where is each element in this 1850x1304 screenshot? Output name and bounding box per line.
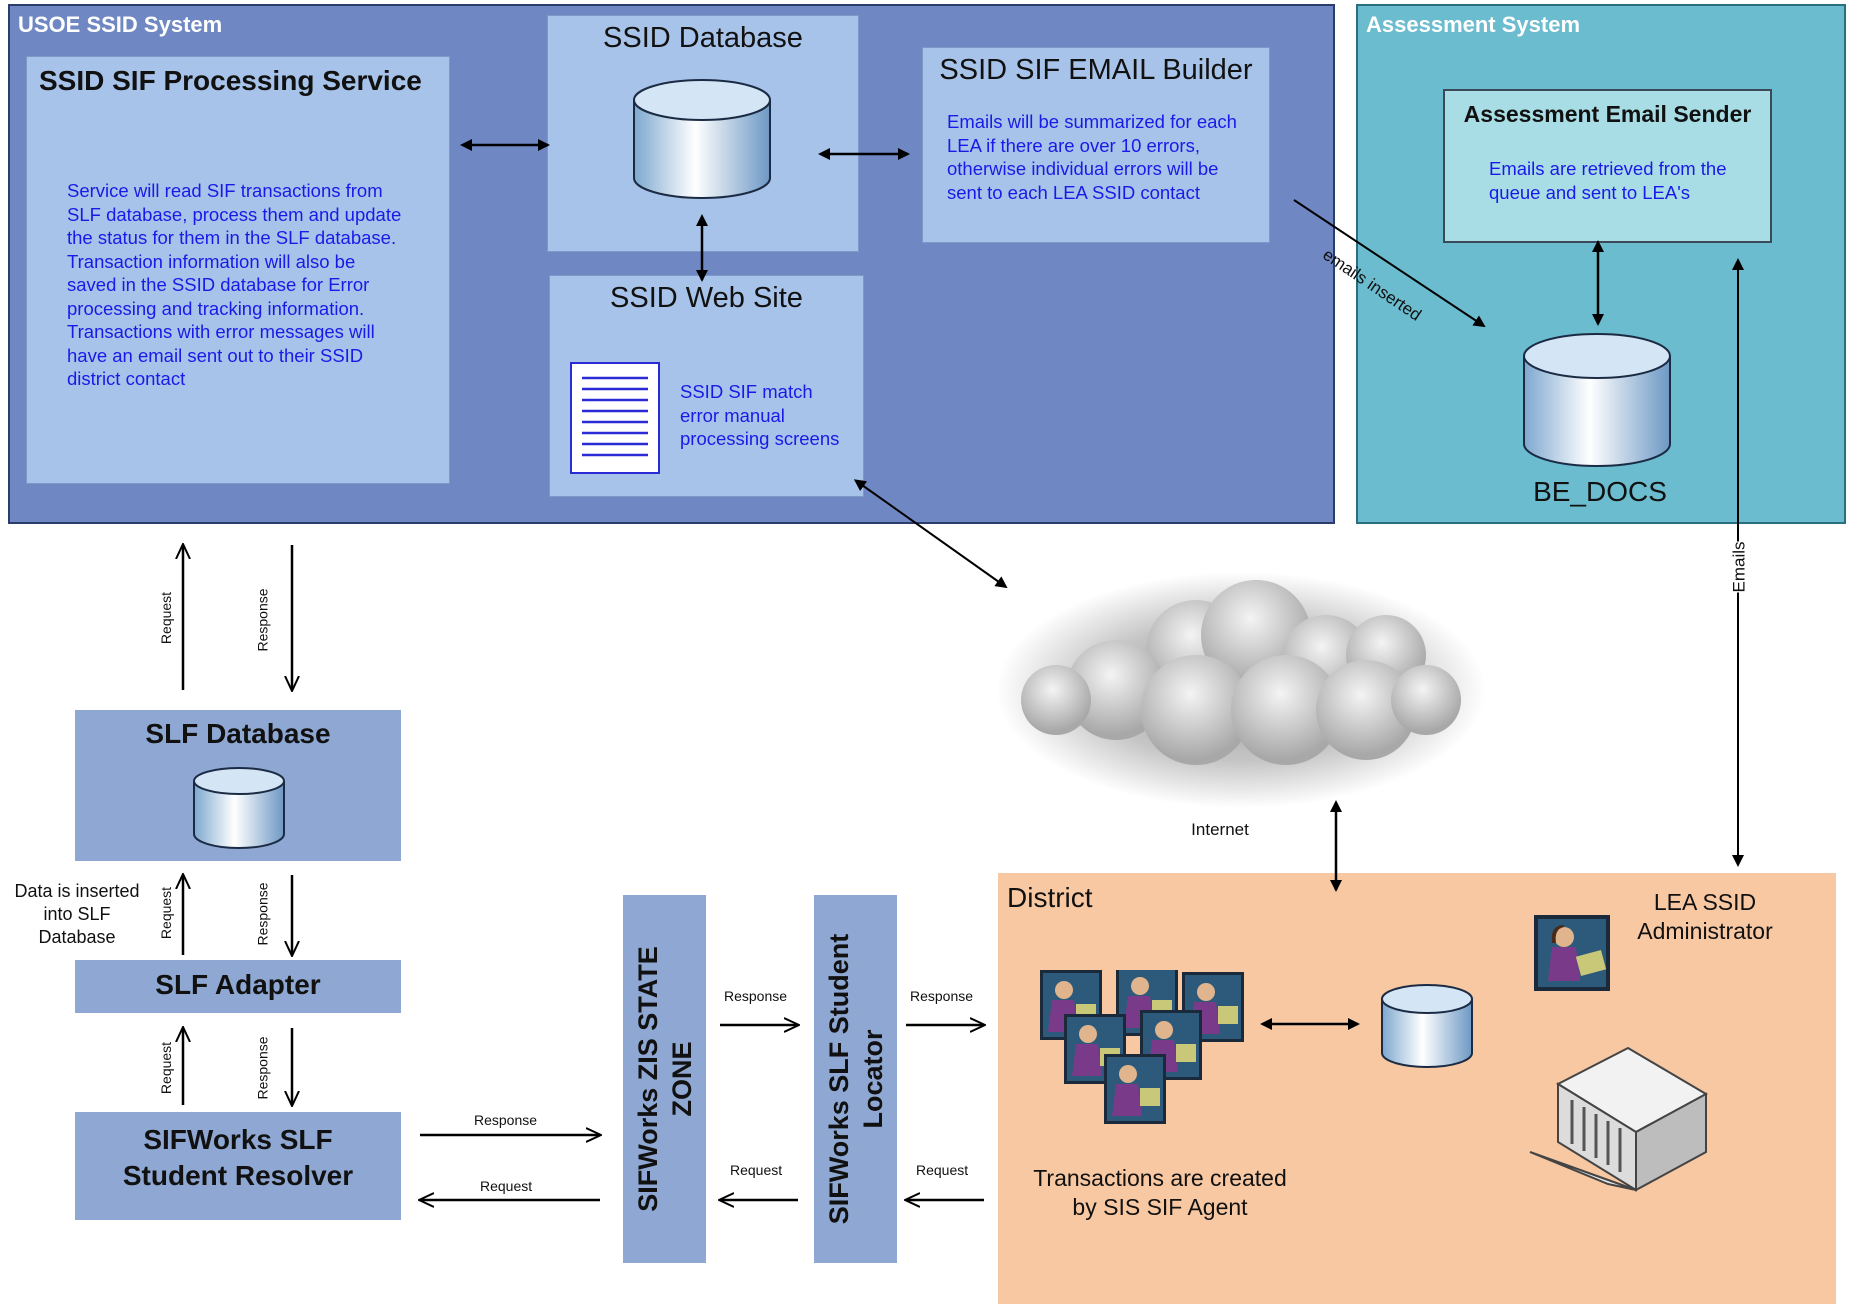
zis-request-label: Request [480, 1178, 533, 1194]
email-builder-description: Emails will be summarized for each LEA i… [947, 111, 1237, 203]
district-request-label: Request [916, 1162, 969, 1178]
lea-admin-label: LEA SSID Administrator [1637, 889, 1773, 944]
internet-label: Internet [1191, 820, 1249, 839]
be-docs-label: BE_DOCS [1533, 476, 1667, 507]
locator-response-label: Response [724, 988, 788, 1004]
district-response-label: Response [910, 988, 974, 1004]
web-site-title: SSID Web Site [610, 282, 803, 314]
slf-database-cylinder-icon [192, 766, 286, 850]
document-page-icon [570, 362, 660, 479]
student-locator-box: SIFWorks SLF Student Locator [814, 895, 897, 1263]
usoe-region-title: USOE SSID System [18, 12, 223, 37]
locator-request-label: Request [730, 1162, 783, 1178]
assessment-email-sender-description: Emails are retrieved from the queue and … [1489, 158, 1727, 203]
district-database-cylinder-icon [1380, 983, 1474, 1069]
web-site-box: SSID Web Site SSID SIF match error manua… [549, 275, 864, 497]
slf-database-title: SLF Database [145, 718, 331, 749]
zis-state-zone-box: SIFWorks ZIS STATE ZONE [623, 895, 706, 1263]
web-site-description: SSID SIF match error manual processing s… [680, 381, 840, 449]
assessment-region-title: Assessment System [1366, 12, 1581, 37]
ssid-database-box: SSID Database [547, 15, 859, 252]
emails-label: Emails [1729, 541, 1750, 593]
zis-response-label: Response [474, 1112, 538, 1128]
server-building-icon [1528, 1044, 1709, 1199]
adapter-response-label: Response [254, 882, 271, 946]
assessment-email-sender-box: Assessment Email Sender Emails are retri… [1443, 89, 1772, 243]
usoe-request-label: Request [158, 591, 175, 645]
assessment-email-sender-title: Assessment Email Sender [1463, 101, 1752, 127]
slf-adapter-box: SLF Adapter [75, 960, 401, 1013]
ssid-database-title: SSID Database [603, 22, 803, 54]
slf-student-resolver-title: SIFWorks SLF Student Resolver [122, 1124, 354, 1191]
slf-student-resolver-box: SIFWorks SLF Student Resolver [75, 1112, 401, 1220]
processing-service-description: Service will read SIF transactions from … [67, 180, 402, 389]
adapter-request-label: Request [158, 886, 175, 940]
email-builder-title: SSID SIF EMAIL Builder [939, 54, 1253, 86]
transactions-note: Transactions are created by SIS SIF Agen… [1033, 1165, 1287, 1220]
email-builder-box: SSID SIF EMAIL Builder Emails will be su… [922, 47, 1270, 243]
slf-adapter-title: SLF Adapter [155, 969, 321, 1000]
usoe-response-label: Response [254, 588, 271, 652]
processing-service-box: SSID SIF Processing Service Service will… [26, 56, 450, 484]
ssid-database-cylinder-icon [632, 78, 772, 202]
be-docs-cylinder-icon [1522, 332, 1672, 468]
processing-service-title: SSID SIF Processing Service [39, 65, 422, 96]
internet-cloud-icon [996, 570, 1486, 815]
emails-inserted-arrow [1293, 199, 1486, 328]
district-users-group-icon [1040, 966, 1250, 1131]
data-inserted-note: Data is inserted into SLF Database [14, 881, 140, 947]
district-title: District [1007, 882, 1093, 913]
resolver-response-label: Response [254, 1036, 271, 1100]
slf-database-box: SLF Database [75, 710, 401, 861]
administrator-person-icon [1534, 915, 1610, 996]
resolver-request-label: Request [158, 1041, 175, 1095]
web-site-to-internet-arrow [853, 479, 1008, 589]
